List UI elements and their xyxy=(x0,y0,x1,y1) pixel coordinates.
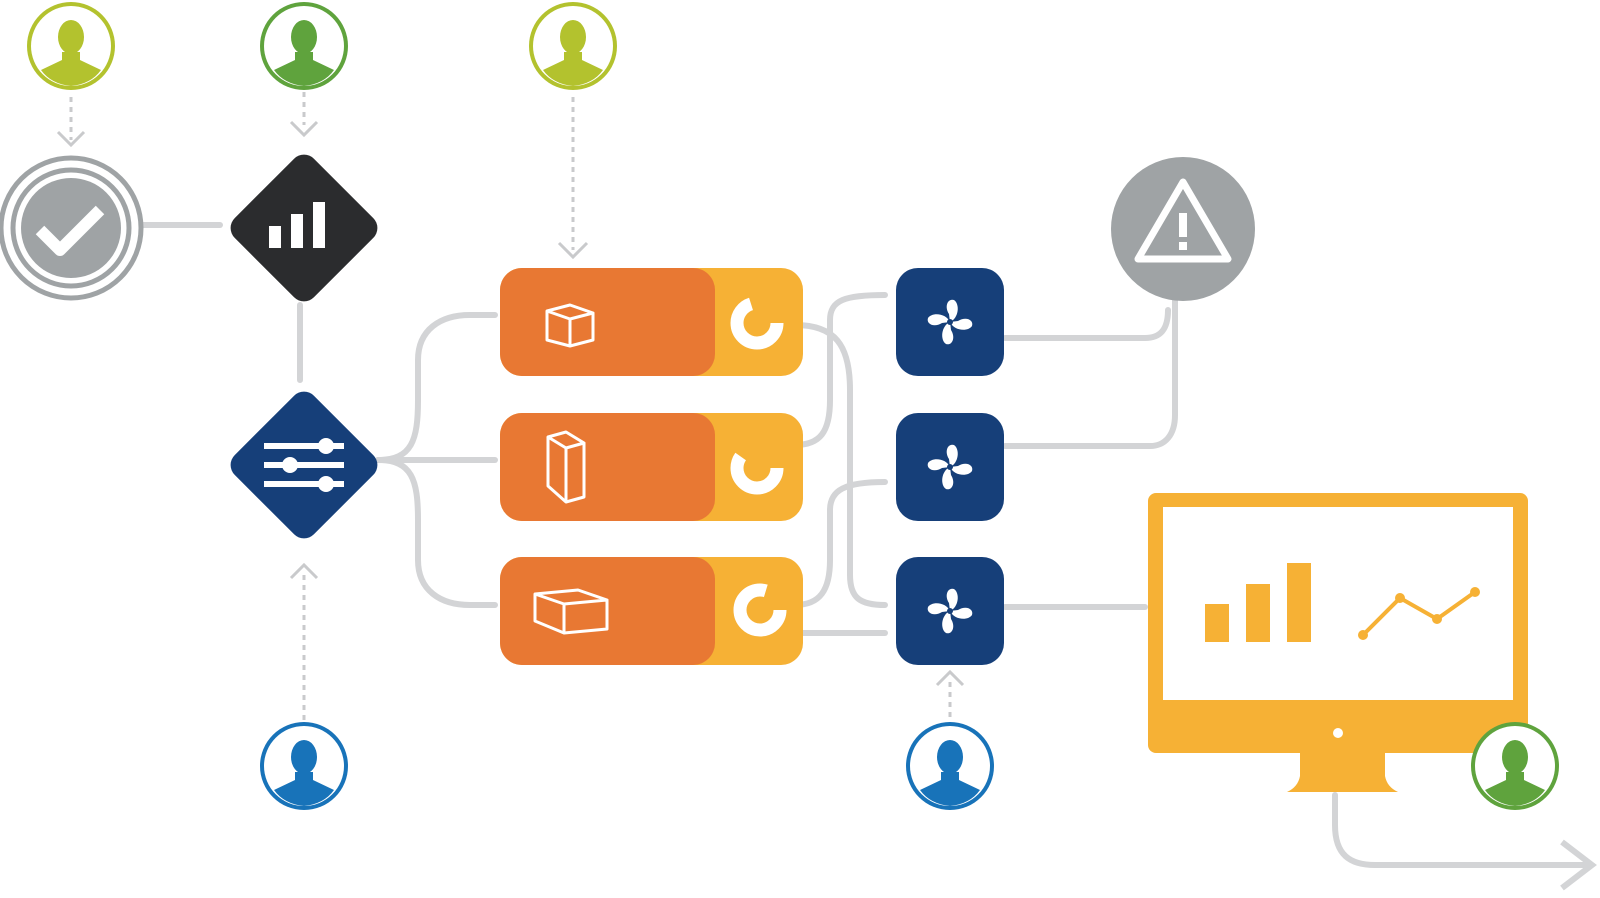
box-icon xyxy=(533,588,609,635)
analytics-node[interactable] xyxy=(225,149,383,307)
donut-icon xyxy=(733,583,787,637)
user-top-1[interactable] xyxy=(27,2,115,90)
output-arrow-icon xyxy=(1560,839,1597,891)
connector-pipeline-3-processor-2 xyxy=(792,479,888,608)
connector-pipeline-1-processor-3 xyxy=(792,322,888,608)
user-arrows xyxy=(56,92,965,720)
monitor-icon xyxy=(1148,493,1528,792)
pipeline-3[interactable] xyxy=(500,557,803,665)
donut-icon xyxy=(730,296,784,350)
connector-controls-pipeline-3 xyxy=(375,457,498,608)
person-icon xyxy=(533,6,613,86)
alert-node[interactable] xyxy=(1111,157,1255,301)
connectors xyxy=(137,222,1588,868)
bar-chart-icon xyxy=(1205,563,1311,642)
processor-3[interactable] xyxy=(896,557,1004,665)
user-bottom-2[interactable] xyxy=(906,722,994,810)
user-top-3[interactable] xyxy=(529,2,617,90)
dashboard-node[interactable] xyxy=(1148,493,1528,792)
person-icon xyxy=(264,726,344,806)
processor-1[interactable] xyxy=(896,268,1004,376)
sliders-icon xyxy=(264,438,344,492)
user-monitor[interactable] xyxy=(1471,722,1559,810)
check-icon xyxy=(35,205,105,256)
bar-chart-icon xyxy=(269,202,325,248)
controls-node[interactable] xyxy=(225,386,383,544)
connector-dashboard-output xyxy=(1332,792,1588,868)
donut-icon xyxy=(730,441,784,495)
connector-processor-2-alert xyxy=(1002,295,1178,449)
processor-2[interactable] xyxy=(896,413,1004,521)
warning-icon xyxy=(1134,178,1232,263)
line-chart-icon xyxy=(1358,587,1480,640)
pipeline-1[interactable] xyxy=(500,268,803,376)
approved-node[interactable] xyxy=(0,155,144,301)
person-icon xyxy=(31,6,111,86)
person-icon xyxy=(910,726,990,806)
pipeline-2[interactable] xyxy=(500,413,803,521)
box-icon xyxy=(545,303,595,348)
connector-pipeline-2-processor-1 xyxy=(792,292,888,448)
person-icon xyxy=(1475,726,1555,806)
box-icon xyxy=(546,430,586,504)
user-bottom-1[interactable] xyxy=(260,722,348,810)
connector-controls-pipeline-1 xyxy=(375,312,498,463)
user-top-2[interactable] xyxy=(260,2,348,90)
person-icon xyxy=(264,6,344,86)
connector-processor-1-alert xyxy=(1002,307,1171,341)
